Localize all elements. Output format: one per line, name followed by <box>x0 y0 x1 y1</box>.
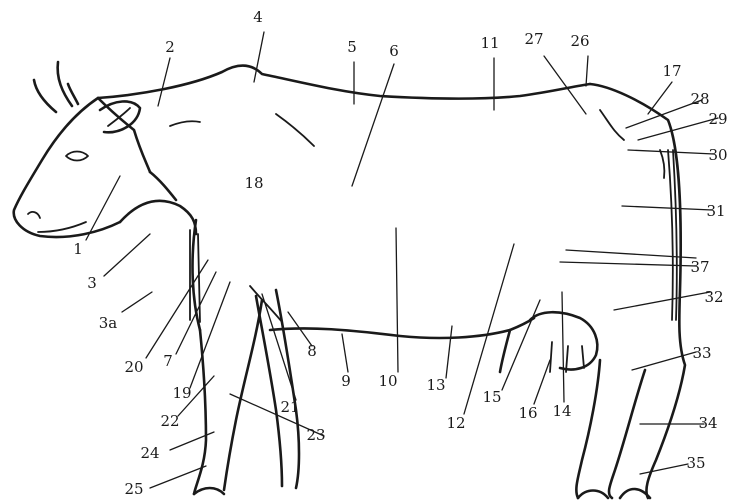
tail <box>673 150 677 320</box>
teat <box>582 346 584 368</box>
leader-line-9 <box>342 334 348 372</box>
part-label-16: 16 <box>518 404 537 422</box>
part-label-3: 3 <box>87 274 97 292</box>
leader-line-37-b <box>560 262 696 266</box>
leader-line-32 <box>614 292 710 310</box>
leader-line-24 <box>170 432 214 450</box>
part-label-11: 11 <box>480 34 499 52</box>
front-hoof <box>194 488 224 494</box>
horn-left <box>34 80 56 112</box>
rear-leg-front <box>609 370 645 498</box>
head-jaw <box>98 98 150 172</box>
nostril <box>28 212 40 218</box>
part-label-34: 34 <box>698 414 717 432</box>
front-leg-rear-edge <box>224 300 262 490</box>
body-detail-lines <box>170 110 677 322</box>
leader-line-31 <box>622 206 712 210</box>
part-label-25: 25 <box>124 480 143 498</box>
leader-line-3a <box>122 292 152 312</box>
part-label-18: 18 <box>244 174 263 192</box>
part-label-24: 24 <box>140 444 159 462</box>
leader-line-2 <box>158 58 170 106</box>
far-front-leg-edge <box>256 296 282 486</box>
leader-line-30 <box>628 150 714 154</box>
leader-line-33 <box>632 352 696 370</box>
tail-inner <box>668 150 673 320</box>
part-label-4: 4 <box>253 8 263 26</box>
leader-line-29 <box>638 118 718 140</box>
thigh-line <box>660 150 664 178</box>
leader-line-10 <box>396 228 398 372</box>
leader-line-35 <box>640 464 688 474</box>
cow-body-outline <box>14 62 685 498</box>
part-label-32: 32 <box>704 288 723 306</box>
part-label-10: 10 <box>378 372 397 390</box>
head-outline <box>14 98 120 237</box>
leader-line-14 <box>562 292 564 402</box>
part-label-12: 12 <box>446 414 465 432</box>
rump-rear-edge <box>590 84 685 498</box>
leader-line-6 <box>352 64 394 186</box>
leader-line-20 <box>146 260 208 358</box>
leader-line-17 <box>648 82 672 114</box>
part-label-28: 28 <box>690 90 709 108</box>
part-label-31: 31 <box>706 202 725 220</box>
part-label-15: 15 <box>482 388 501 406</box>
part-label-1: 1 <box>73 240 83 258</box>
part-label-30: 30 <box>708 146 727 164</box>
rear-hoof-near <box>578 491 608 499</box>
horn-right <box>58 62 72 106</box>
part-label-8: 8 <box>307 342 317 360</box>
leader-line-15 <box>502 300 540 390</box>
part-label-22: 22 <box>160 412 179 430</box>
part-label-37: 37 <box>690 258 709 276</box>
leader-lines <box>86 32 718 488</box>
part-label-26: 26 <box>570 32 589 50</box>
part-label-14: 14 <box>552 402 571 420</box>
leader-line-13 <box>446 326 452 378</box>
rear-leg-near <box>576 360 600 498</box>
part-label-13: 13 <box>426 376 445 394</box>
neck-line <box>150 172 176 200</box>
topline <box>98 66 590 99</box>
part-label-21: 21 <box>280 398 299 416</box>
part-label-6: 6 <box>389 42 399 60</box>
part-label-19: 19 <box>172 384 191 402</box>
part-label-9: 9 <box>341 372 351 390</box>
leader-line-19 <box>190 282 230 388</box>
part-label-33: 33 <box>692 344 711 362</box>
mouth <box>38 222 86 232</box>
belly <box>270 318 534 338</box>
part-label-23: 23 <box>306 426 325 444</box>
leader-line-7 <box>176 272 216 354</box>
shoulder-line <box>276 114 314 146</box>
hip-line <box>600 110 624 140</box>
eye <box>66 152 88 161</box>
part-label-17: 17 <box>662 62 681 80</box>
part-label-7: 7 <box>163 352 173 370</box>
neck-crease <box>170 121 200 126</box>
leader-line-16 <box>534 360 550 404</box>
part-label-20: 20 <box>124 358 143 376</box>
flank-crease <box>500 330 510 372</box>
part-label-35: 35 <box>686 454 705 472</box>
leader-line-3 <box>104 234 150 276</box>
dewlap <box>120 201 196 234</box>
teat <box>550 342 552 372</box>
part-label-29: 29 <box>708 110 727 128</box>
part-label-27: 27 <box>524 30 543 48</box>
part-label-5: 5 <box>347 38 357 56</box>
part-label-3a: 3a <box>99 314 118 332</box>
leader-line-26 <box>586 56 588 86</box>
part-label-2: 2 <box>165 38 175 56</box>
